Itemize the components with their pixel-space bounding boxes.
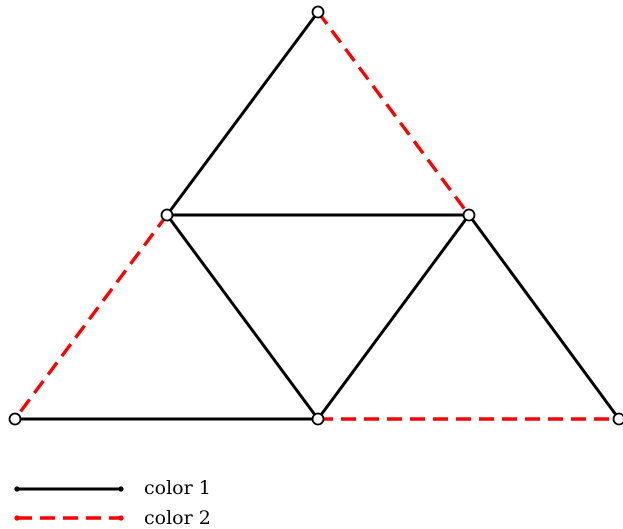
node-apex: [311, 5, 325, 19]
legend-item-color-2: color 2: [14, 507, 211, 529]
node-bottom-right: [612, 412, 623, 426]
legend-label-color-1: color 1: [144, 477, 211, 499]
legend-swatch-color-1-start-dot: [14, 486, 20, 492]
edge-apex-mid-left: [165, 11, 320, 216]
edge-mid-left-bottom-left: [13, 213, 169, 421]
node-bottom-center: [311, 412, 325, 426]
edges-layer: [13, 10, 621, 421]
legend-swatch-color-2-start-dot: [14, 515, 20, 521]
node-mid-left: [160, 208, 174, 222]
legend-label-color-2: color 2: [144, 507, 211, 529]
legend-item-color-1: color 1: [14, 477, 211, 499]
edge-mid-right-bottom-center: [316, 214, 471, 420]
nodes-layer: [8, 5, 623, 426]
edge-apex-mid-right: [316, 10, 471, 217]
edge-mid-left-bottom-center: [165, 214, 320, 420]
legend: color 1 color 2: [14, 477, 211, 529]
legend-swatch-color-2-end-dot: [118, 515, 124, 521]
edge-mid-right-bottom-right: [467, 214, 621, 420]
legend-swatch-color-1-end-dot: [118, 486, 124, 492]
node-bottom-left: [8, 412, 22, 426]
node-mid-right: [462, 208, 476, 222]
